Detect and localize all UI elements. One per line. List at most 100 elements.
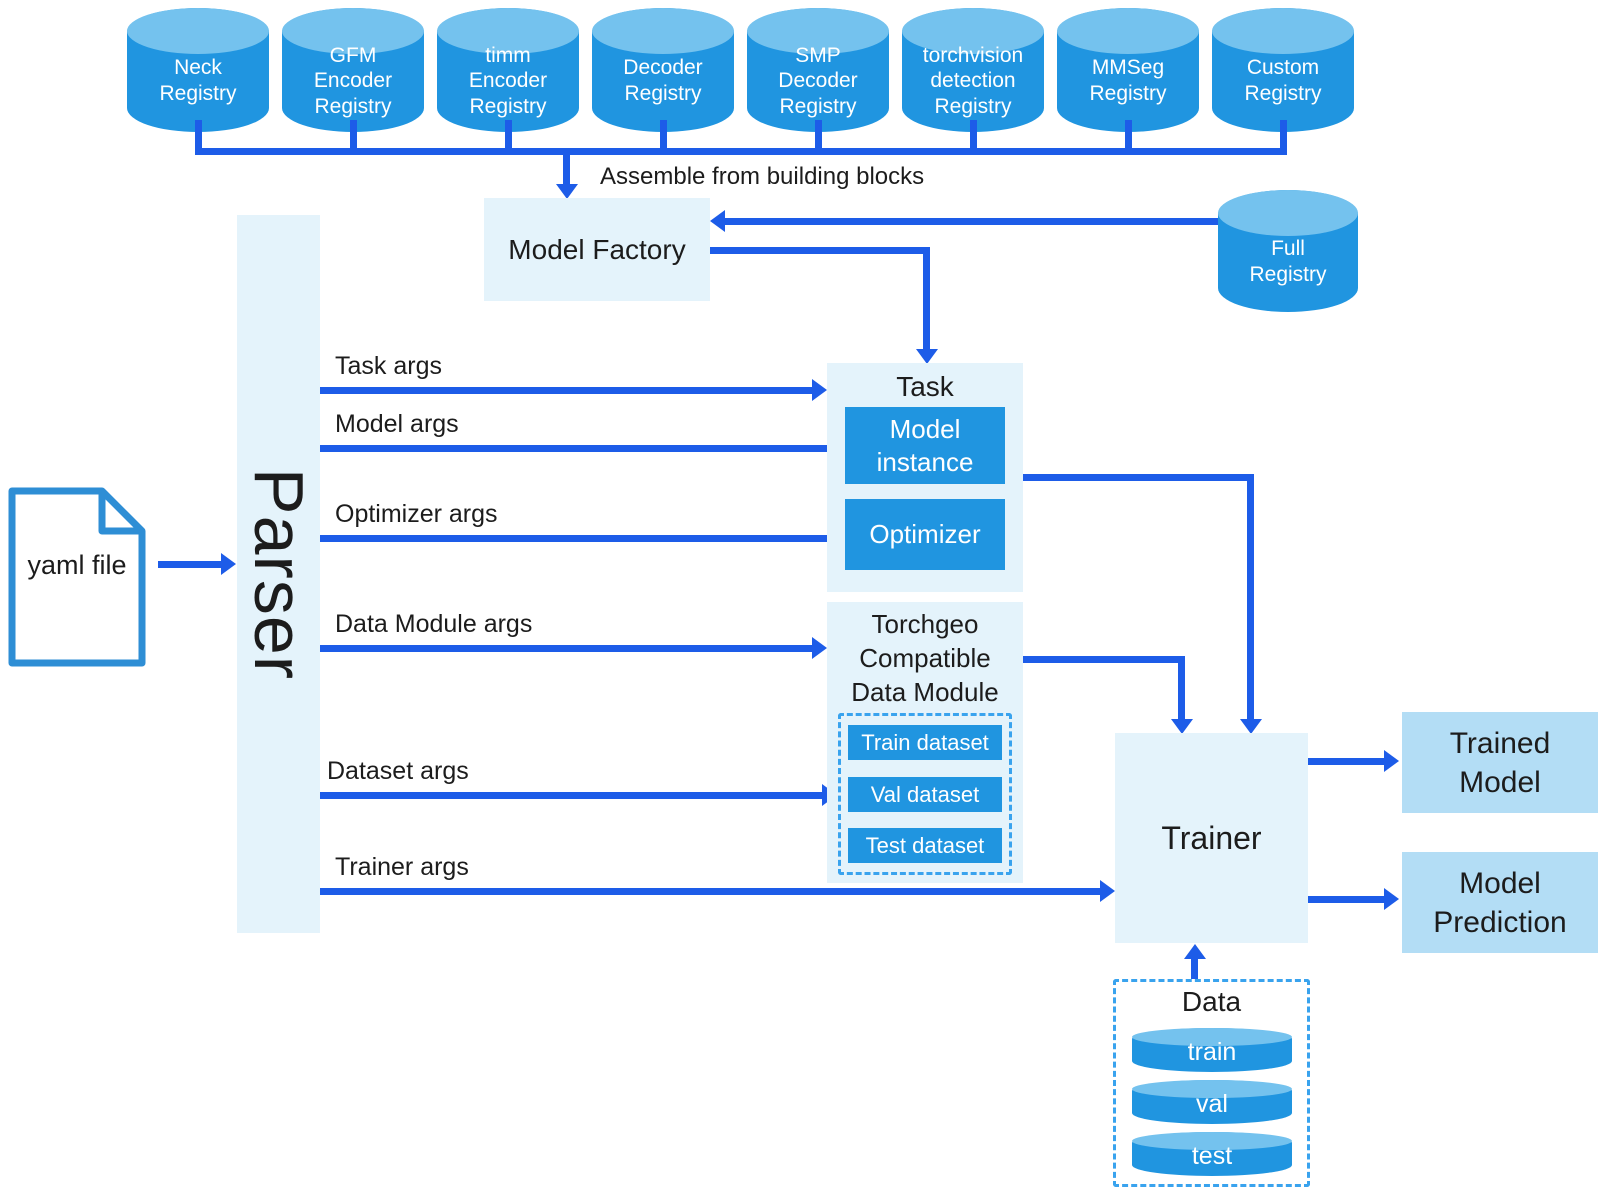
- registry-label: Neck Registry: [159, 56, 237, 105]
- trainer-to-prediction-line: [1308, 896, 1385, 903]
- cylinder-top-ellipse: [282, 8, 424, 54]
- factory-to-task-line-v: [923, 247, 930, 349]
- trainer-args-label: Trainer args: [335, 853, 469, 881]
- model-prediction-box: Model Prediction: [1402, 852, 1598, 953]
- full-registry-cylinder: Full Registry: [1218, 190, 1358, 312]
- neck-registry-cylinder: Neck Registry: [127, 8, 269, 132]
- torchvision-detection-registry-cylinder: torchvision detection Registry: [902, 8, 1044, 132]
- cylinder-top-ellipse: [1132, 1080, 1292, 1098]
- registry-label: Custom Registry: [1244, 56, 1322, 105]
- registry-label: GFM Encoder Registry: [313, 43, 393, 118]
- full-registry-to-factory-arrowhead-icon: [710, 210, 725, 232]
- val-dataset-box: Val dataset: [848, 777, 1002, 812]
- task-args-label: Task args: [335, 352, 442, 380]
- data-module-title: Torchgeo Compatible Data Module: [851, 609, 999, 707]
- factory-to-task-line-h: [710, 247, 930, 254]
- data-split-label: train: [1187, 1038, 1237, 1066]
- registry-stub-line: [350, 120, 357, 152]
- optimizer-args-line: [320, 535, 831, 542]
- task-to-trainer-arrowhead-icon: [1240, 719, 1262, 734]
- val-data-cylinder: val: [1132, 1080, 1292, 1124]
- registry-label: Decoder Registry: [623, 56, 703, 105]
- model-args-line: [320, 445, 831, 452]
- dataset-args-line: [320, 792, 823, 799]
- gfm-encoder-registry-cylinder: GFM Encoder Registry: [282, 8, 424, 132]
- optimizer-box: Optimizer: [845, 499, 1005, 570]
- cylinder-top-ellipse: [437, 8, 579, 54]
- smp-decoder-registry-cylinder: SMP Decoder Registry: [747, 8, 889, 132]
- data-to-trainer-arrowhead-icon: [1184, 944, 1206, 959]
- cylinder-top-ellipse: [1132, 1028, 1292, 1046]
- bus-to-factory-line: [563, 148, 570, 184]
- registry-label: timm Encoder Registry: [468, 43, 548, 118]
- registry-stub-line: [195, 120, 202, 152]
- trainer-to-trained-model-arrowhead-icon: [1384, 750, 1399, 772]
- data-module-to-trainer-arrowhead-icon: [1171, 719, 1193, 734]
- trainer-box: Trainer: [1115, 733, 1308, 943]
- data-to-trainer-line: [1191, 958, 1198, 979]
- model-args-label: Model args: [335, 410, 459, 438]
- datasets-dashed-group: [838, 713, 1012, 875]
- data-module-args-label: Data Module args: [335, 610, 533, 638]
- parser-box: Parser: [237, 215, 320, 933]
- trainer-to-trained-model-line: [1308, 758, 1385, 765]
- registry-stub-line: [1125, 120, 1132, 152]
- data-group-box: Data: [1113, 979, 1310, 1187]
- model-instance-box: Model instance: [845, 407, 1005, 484]
- trainer-to-prediction-arrowhead-icon: [1384, 888, 1399, 910]
- registry-stub-line: [815, 120, 822, 152]
- registry-label: MMSeg Registry: [1089, 56, 1167, 105]
- trained-model-box: Trained Model: [1402, 712, 1598, 813]
- task-title: Task: [896, 371, 954, 402]
- data-split-label: test: [1191, 1142, 1233, 1170]
- task-args-line: [320, 387, 813, 394]
- cylinder-top-ellipse: [1132, 1132, 1292, 1150]
- parser-label: Parser: [239, 467, 318, 681]
- cylinder-top-ellipse: [592, 8, 734, 54]
- train-data-cylinder: train: [1132, 1028, 1292, 1072]
- cylinder-top-ellipse: [127, 8, 269, 54]
- bus-to-factory-arrowhead-icon: [556, 184, 578, 199]
- registry-stub-line: [660, 120, 667, 152]
- train-dataset-box: Train dataset: [848, 725, 1002, 760]
- timm-encoder-registry-cylinder: timm Encoder Registry: [437, 8, 579, 132]
- data-module-to-trainer-line-v: [1178, 656, 1185, 719]
- task-to-trainer-line-h: [1023, 474, 1254, 481]
- test-data-cylinder: test: [1132, 1132, 1292, 1176]
- cylinder-top-ellipse: [747, 8, 889, 54]
- optimizer-args-label: Optimizer args: [335, 500, 498, 528]
- yaml-to-parser-arrowhead-icon: [221, 553, 236, 575]
- task-args-arrowhead-icon: [812, 379, 827, 401]
- yaml-file-icon: [8, 487, 146, 667]
- cylinder-top-ellipse: [1218, 190, 1358, 236]
- yaml-to-parser-line: [158, 561, 222, 568]
- registry-label: Full Registry: [1249, 237, 1327, 286]
- cylinder-top-ellipse: [902, 8, 1044, 54]
- full-registry-to-factory-line: [724, 218, 1218, 225]
- cylinder-top-ellipse: [1212, 8, 1354, 54]
- registry-stub-line: [1280, 120, 1287, 152]
- data-module-args-arrowhead-icon: [812, 637, 827, 659]
- cylinder-top-ellipse: [1057, 8, 1199, 54]
- factory-to-task-arrowhead-icon: [916, 349, 938, 364]
- decoder-registry-cylinder: Decoder Registry: [592, 8, 734, 132]
- data-split-label: val: [1196, 1090, 1228, 1118]
- registry-bus-line: [195, 148, 1287, 155]
- trainer-args-arrowhead-icon: [1100, 880, 1115, 902]
- data-module-to-trainer-line-h: [1023, 656, 1185, 663]
- registry-label: SMP Decoder Registry: [778, 43, 858, 118]
- yaml-file-label: yaml file: [27, 550, 127, 580]
- trainer-args-line: [320, 888, 1101, 895]
- task-to-trainer-line-v: [1247, 474, 1254, 719]
- custom-registry-cylinder: Custom Registry: [1212, 8, 1354, 132]
- assemble-caption: Assemble from building blocks: [600, 163, 925, 190]
- dataset-args-label: Dataset args: [327, 757, 469, 785]
- registry-stub-line: [505, 120, 512, 152]
- test-dataset-box: Test dataset: [848, 828, 1002, 863]
- data-group-title: Data: [1181, 986, 1242, 1017]
- registry-stub-line: [970, 120, 977, 152]
- registry-label: torchvision detection Registry: [922, 43, 1024, 118]
- model-factory-box: Model Factory: [484, 198, 710, 301]
- mmseg-registry-cylinder: MMSeg Registry: [1057, 8, 1199, 132]
